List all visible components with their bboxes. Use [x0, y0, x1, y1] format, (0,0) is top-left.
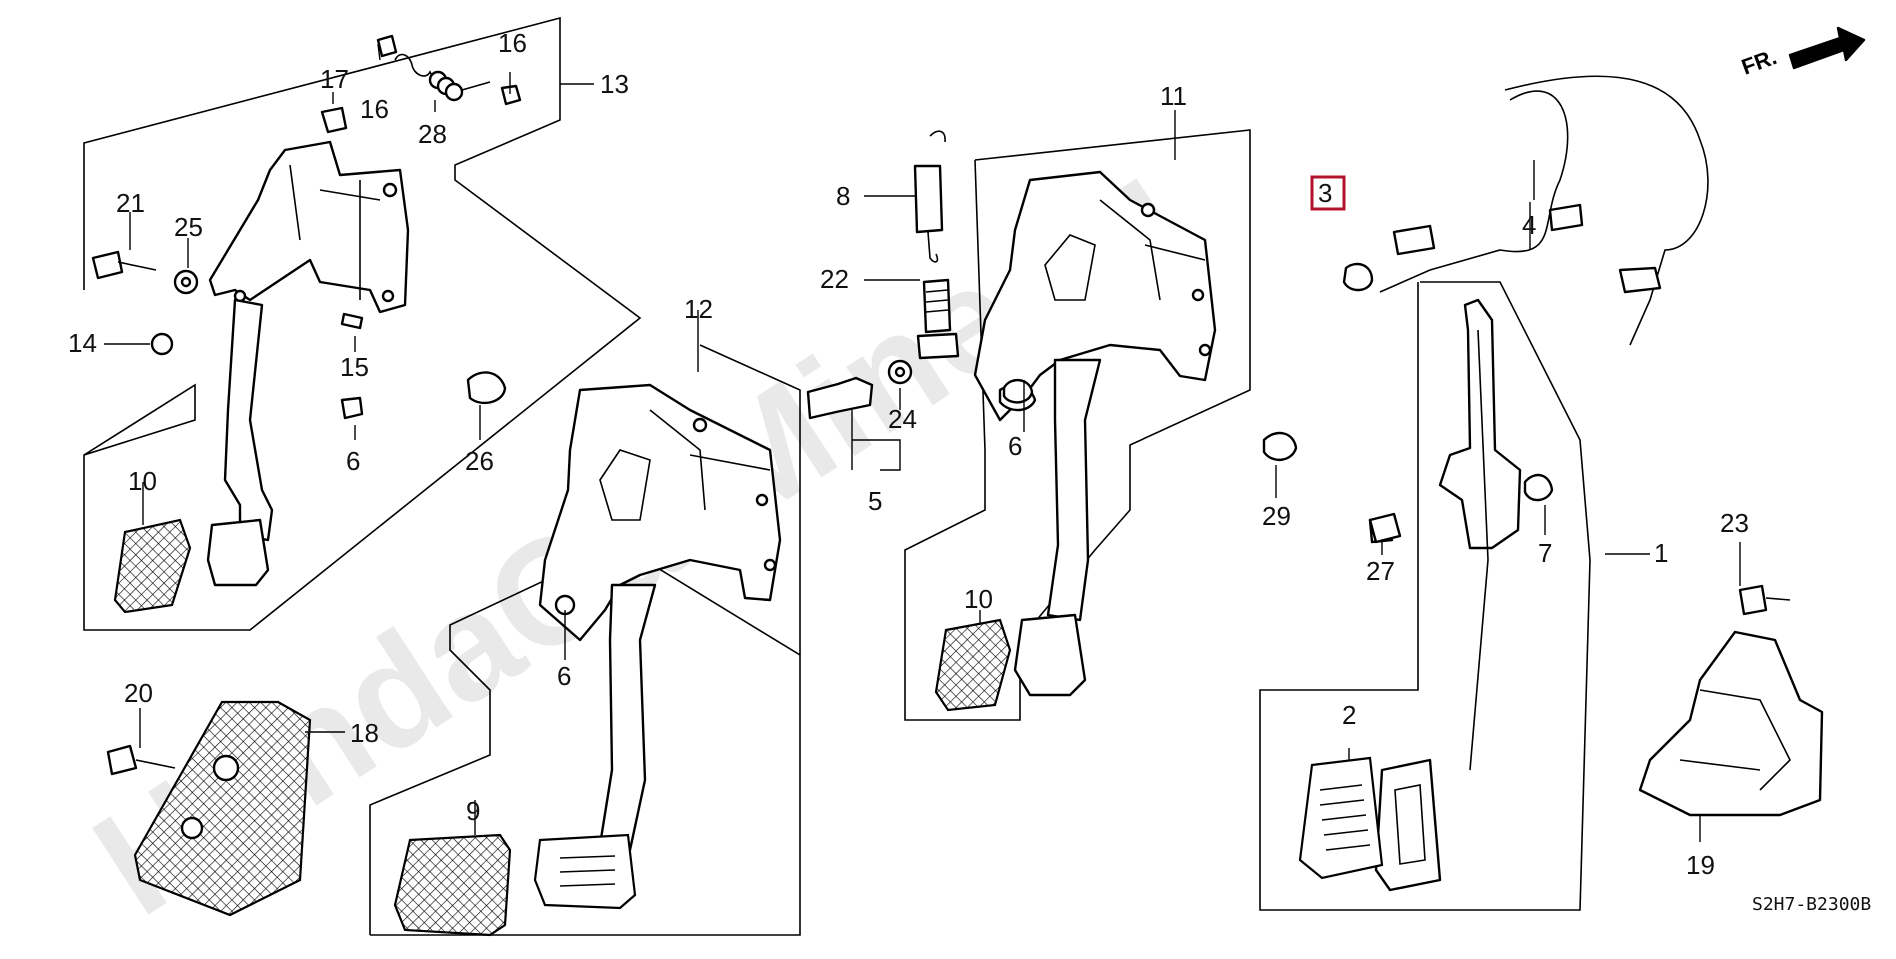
direction-label: FR. — [1738, 44, 1780, 80]
callout-6-centre: 6 — [557, 661, 571, 691]
diagram-code: S2H7-B2300B — [1752, 894, 1871, 915]
callout-9: 9 — [466, 796, 480, 826]
group-1-accelerator-assembly — [1259, 281, 1591, 911]
callout-5: 5 — [868, 486, 882, 516]
callout-6-right: 6 — [1008, 431, 1022, 461]
callout-29: 29 — [1262, 501, 1291, 531]
pedal-cover-18 — [106, 700, 312, 917]
group-12-clutch-assembly — [369, 344, 801, 937]
callout-10-left: 10 — [128, 466, 157, 496]
callout-4: 4 — [1522, 210, 1536, 240]
callout-11: 11 — [1160, 81, 1187, 111]
switch-parts — [806, 130, 1034, 420]
callout-3: 3 — [1318, 178, 1332, 208]
callout-21: 21 — [116, 188, 145, 218]
callout-1: 1 — [1654, 538, 1668, 568]
callout-13: 13 — [600, 69, 629, 99]
callout-2: 2 — [1342, 700, 1356, 730]
callout-12: 12 — [684, 294, 713, 324]
callout-22: 22 — [820, 264, 849, 294]
callout-18: 18 — [350, 718, 379, 748]
callout-28: 28 — [418, 119, 447, 149]
group-11-brake-assembly — [904, 129, 1251, 721]
callout-17: 17 — [320, 64, 349, 94]
callout-14: 14 — [68, 328, 97, 358]
group-13-brake-assembly — [83, 16, 642, 631]
callout-10-right: 10 — [964, 584, 993, 614]
throttle-cable — [1310, 75, 1709, 346]
leader-lines — [104, 43, 1741, 842]
callout-7: 7 — [1538, 538, 1552, 568]
callout-20: 20 — [124, 678, 153, 708]
callout-6-left: 6 — [346, 446, 360, 476]
callout-19: 19 — [1686, 850, 1715, 880]
front-direction-indicator: FR. — [1738, 26, 1866, 80]
callout-labels: 17 16 16 28 13 21 25 14 15 6 26 10 20 18… — [68, 28, 1749, 880]
callout-16-lower: 16 — [360, 94, 389, 124]
cover-19 — [1638, 584, 1824, 817]
brake-pedal-pad — [113, 518, 192, 614]
callout-23: 23 — [1720, 508, 1749, 538]
small-fasteners — [1262, 431, 1402, 544]
callout-16-upper: 16 — [498, 28, 527, 58]
callout-25: 25 — [174, 212, 203, 242]
callout-8: 8 — [836, 181, 850, 211]
callout-27: 27 — [1366, 556, 1395, 586]
callout-15: 15 — [340, 352, 369, 382]
highlight-box-3 — [1310, 175, 1346, 211]
callout-26: 26 — [465, 446, 494, 476]
callout-24: 24 — [888, 404, 917, 434]
